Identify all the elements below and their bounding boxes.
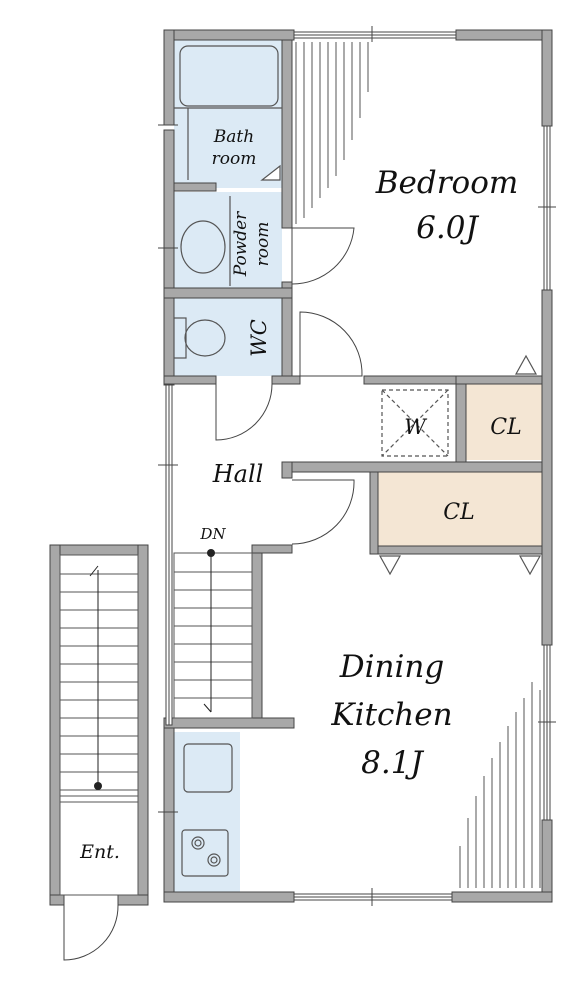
hall-label: Hall <box>212 460 264 488</box>
closet-large-floor <box>378 472 542 546</box>
interior-stairs <box>173 549 253 719</box>
powder-label-2: room <box>253 222 273 267</box>
wc-floor <box>174 298 282 376</box>
bathroom-floor <box>174 40 282 188</box>
kitchen-hatching <box>459 682 541 888</box>
window-ticks <box>158 26 556 906</box>
down-label: DN <box>199 525 226 543</box>
closet-small-floor <box>464 384 542 460</box>
burner-2 <box>207 853 221 867</box>
dining-size: 8.1J <box>361 745 424 781</box>
washer-label: W <box>404 415 428 439</box>
bathtub <box>179 45 279 107</box>
fixtures <box>173 45 542 877</box>
kitchen-counter-floor <box>174 732 240 892</box>
dining-label-1: Dining <box>339 649 444 685</box>
entrance-stairs <box>59 554 139 896</box>
wc-label-group: WC <box>247 319 271 357</box>
toilet-bowl <box>184 319 226 357</box>
door-swings <box>63 227 363 961</box>
dining-label-2: Kitchen <box>330 697 452 733</box>
kitchen-sink <box>183 743 233 793</box>
windows <box>165 31 551 901</box>
powder-label-1: Powder <box>231 211 251 277</box>
bath-label-2: room <box>212 149 257 169</box>
powder-label-group: Powder room <box>231 211 273 277</box>
bath-label-1: Bath <box>213 127 254 147</box>
powder-sink <box>180 220 226 274</box>
labels: Bedroom 6.0J Bath room Powder room WC Ha… <box>79 127 522 863</box>
bedroom-size: 6.0J <box>416 210 479 246</box>
entrance-label: Ent. <box>79 841 120 863</box>
floor-fills <box>174 40 542 892</box>
closet-large-label: CL <box>443 500 474 525</box>
closet-small-label: CL <box>490 415 521 440</box>
washer-space <box>381 389 449 457</box>
bedroom-name: Bedroom <box>375 165 519 201</box>
bedroom-hatching <box>295 42 369 224</box>
burner-1 <box>191 836 205 850</box>
toilet-tank <box>173 317 187 359</box>
powder-room-floor <box>174 192 282 288</box>
wc-label: WC <box>247 319 271 357</box>
stove <box>181 829 229 877</box>
